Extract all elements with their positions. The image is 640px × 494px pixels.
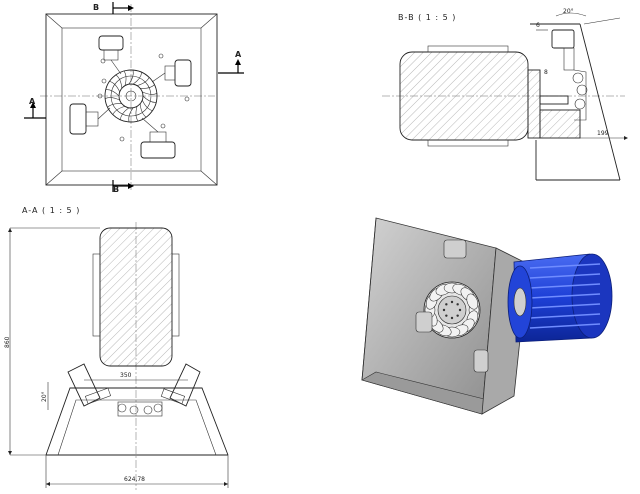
turbine-runner [104, 69, 158, 123]
dimension-199: 199 [580, 130, 628, 140]
runner-bucket [136, 77, 150, 86]
section-a-a: A-A ( 1 : 5 ) 860 [4, 206, 229, 490]
runner-bucket [107, 103, 122, 108]
section-b-b-title: B-B ( 1 : 5 ) [398, 13, 456, 22]
svg-text:624,78: 624,78 [124, 476, 145, 483]
dimension-350: 350 [84, 372, 188, 381]
nozzle-bottom [140, 117, 176, 159]
iso-hole [442, 308, 446, 312]
iso-bucket [466, 293, 479, 310]
runner-bucket [140, 84, 155, 89]
isometric-render [361, 217, 613, 415]
motor-fin [529, 293, 601, 299]
section-b-b: B-B ( 1 : 5 ) 20° 6 [382, 8, 628, 181]
dimension-8: 8 [539, 69, 548, 80]
nozzle-detail [551, 29, 588, 121]
runner-bucket [132, 72, 143, 85]
top-view: B B A A [24, 2, 244, 194]
runner-bucket [135, 106, 139, 122]
svg-text:860: 860 [4, 336, 11, 348]
section-marker-a-left: A [24, 97, 46, 119]
runner-bucket [115, 74, 123, 89]
dimension-6: 6 [536, 22, 548, 31]
nozzle-left-aa [67, 363, 139, 415]
iso-hole [450, 316, 454, 320]
iso-hole [456, 303, 459, 306]
motor-fin [529, 283, 601, 289]
iso-hole [456, 314, 459, 317]
motor-fin [529, 323, 601, 329]
section-marker-a-right: A [218, 50, 244, 74]
runner-bucket [139, 103, 147, 118]
housing-inner-outline [61, 27, 202, 172]
runner-bucket [128, 107, 134, 122]
runner-bucket [112, 106, 126, 115]
dimension-angle-bb: 20° [555, 8, 587, 17]
svg-text:20°: 20° [41, 391, 48, 402]
motor-section-aa [99, 227, 173, 367]
svg-text:A: A [235, 50, 242, 59]
runner-bucket [123, 70, 127, 86]
runner-bucket [109, 81, 120, 93]
iso-motor [507, 253, 613, 343]
svg-text:8: 8 [544, 69, 548, 76]
iso-hole [445, 314, 448, 317]
motor-fin [529, 263, 601, 269]
svg-text:350: 350 [120, 372, 132, 379]
nozzle-top [98, 35, 124, 75]
runner-bucket [142, 91, 157, 95]
dimension-624-78: 624,78 [45, 455, 229, 488]
svg-text:20°: 20° [563, 8, 574, 15]
runner-bucket [128, 70, 134, 85]
section-a-a-title: A-A ( 1 : 5 ) [22, 206, 80, 215]
iso-hole [445, 303, 448, 306]
svg-text:199: 199 [597, 130, 609, 137]
iso-runner [423, 281, 481, 339]
motor-fin [529, 313, 601, 319]
motor-section [399, 51, 529, 141]
housing-outline [45, 13, 218, 186]
runner-bucket [105, 89, 120, 97]
svg-text:B: B [113, 185, 119, 194]
motor-fin [529, 273, 601, 279]
runner-bucket [142, 95, 157, 103]
svg-text:A: A [29, 97, 36, 106]
nozzle-left [69, 103, 111, 135]
motor-fin [529, 303, 601, 309]
runner-bucket [119, 107, 130, 120]
section-marker-b-bottom: B [112, 180, 134, 194]
runner-bucket [105, 97, 120, 101]
dimension-angle-aa: 20° [41, 382, 49, 410]
runner-bucket [142, 99, 153, 111]
nozzle-right [151, 59, 192, 87]
iso-hole [458, 308, 462, 312]
dimension-860: 860 [4, 227, 100, 456]
section-marker-b-top: B [93, 2, 134, 14]
svg-text:6: 6 [536, 22, 540, 29]
svg-text:B: B [93, 3, 99, 12]
nozzle-right-aa [143, 363, 201, 415]
iso-hole [450, 300, 454, 304]
